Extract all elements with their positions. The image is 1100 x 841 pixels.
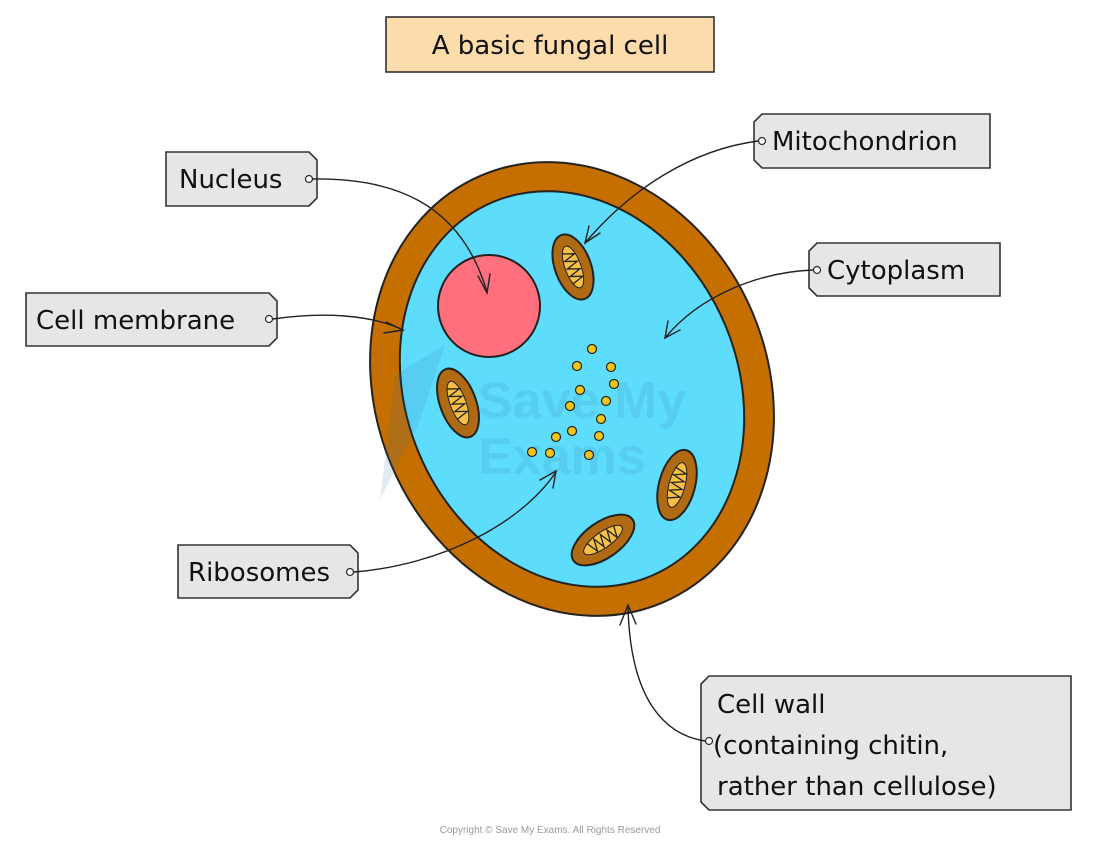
- watermark-logo-icon: [380, 345, 445, 500]
- mitochondrion-left: [436, 367, 480, 439]
- label-cell-wall: Cell wall (containing chitin, rather tha…: [700, 675, 1072, 811]
- pointer-cell-wall: [627, 605, 706, 742]
- title-box: A basic fungal cell: [385, 16, 715, 73]
- copyright: Copyright © Save My Exams. All Rights Re…: [440, 825, 661, 836]
- pointer-nucleus: [312, 178, 488, 293]
- ribosome: [574, 384, 586, 396]
- label-nucleus-text: Nucleus: [179, 165, 282, 195]
- ribosome: [550, 431, 562, 443]
- label-cell-membrane: Cell membrane: [25, 292, 278, 347]
- label-cell-wall-line-2: (containing chitin,: [713, 731, 948, 761]
- pointer-cytoplasm: [664, 269, 814, 339]
- label-cell-membrane-text: Cell membrane: [36, 306, 235, 336]
- pointer-mitochondrion: [584, 140, 759, 244]
- mitochondrion-bottom: [570, 513, 636, 567]
- ribosome: [600, 395, 612, 407]
- arrowhead-cytoplasm-icon: [664, 320, 681, 340]
- ribosome: [595, 413, 607, 425]
- label-cytoplasm-text: Cytoplasm: [827, 256, 965, 286]
- label-ribosomes: Ribosomes: [177, 544, 359, 599]
- label-ribosomes-text: Ribosomes: [188, 558, 330, 588]
- arrowhead-ribosomes-icon: [539, 469, 557, 489]
- ribosome: [526, 446, 538, 458]
- ribosome: [593, 430, 605, 442]
- ribosome: [544, 447, 556, 459]
- arrowhead-nucleus-icon: [477, 273, 491, 296]
- label-cell-wall-line-3: rather than cellulose): [717, 772, 997, 802]
- ribosome: [566, 425, 578, 437]
- ribosome: [564, 400, 576, 412]
- pointer-ribosomes: [353, 471, 557, 573]
- ribosome: [571, 360, 583, 372]
- ribosome: [605, 361, 617, 373]
- title: A basic fungal cell: [432, 31, 669, 61]
- arrowhead-cell-membrane-icon: [383, 321, 406, 334]
- ribosome: [586, 343, 598, 355]
- mitochondrion-top: [551, 233, 595, 301]
- ribosome: [608, 378, 620, 390]
- nucleus: [437, 254, 541, 358]
- svg-text:Exams: Exams: [478, 428, 646, 486]
- watermark: Save My Exams: [380, 345, 686, 500]
- svg-text:Save My: Save My: [478, 372, 686, 430]
- label-cell-wall-line-1: Cell wall: [717, 690, 826, 720]
- label-mitochondrion: Mitochondrion: [753, 113, 991, 169]
- ribosomes: [526, 343, 620, 461]
- label-nucleus: Nucleus: [165, 151, 318, 207]
- arrowhead-cell-wall-icon: [619, 603, 637, 626]
- ribosome: [583, 449, 595, 461]
- label-cytoplasm: Cytoplasm: [808, 242, 1001, 297]
- arrowhead-mitochondrion-icon: [583, 225, 601, 245]
- pointer-lines: [272, 140, 814, 742]
- mitochondrion-right: [656, 448, 698, 522]
- label-mitochondrion-text: Mitochondrion: [772, 127, 958, 157]
